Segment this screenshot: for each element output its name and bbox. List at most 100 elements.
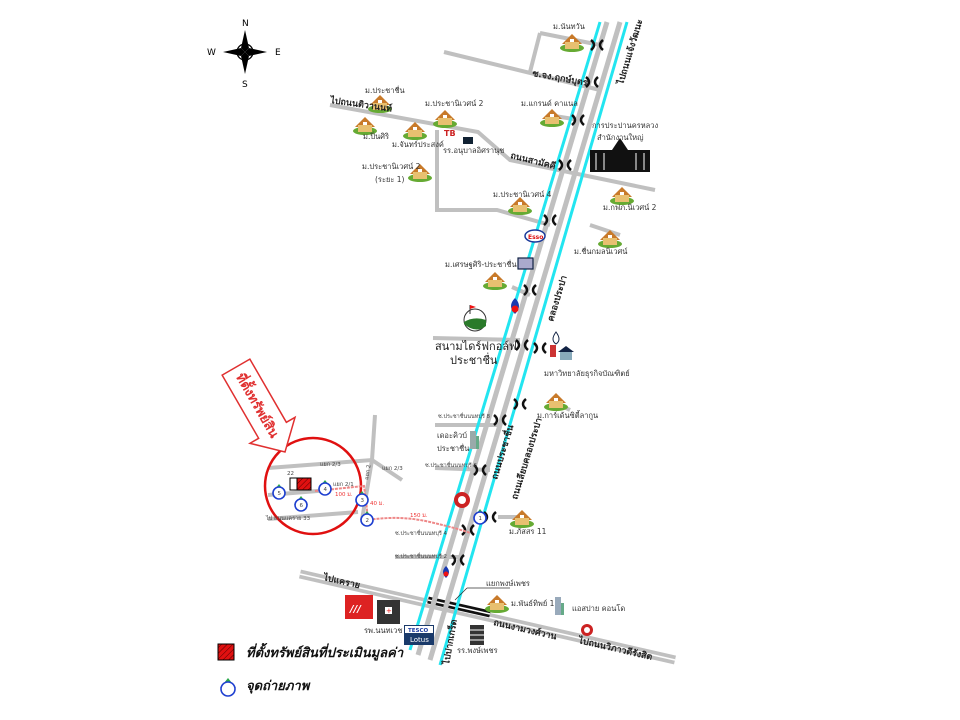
label-samakkhi-rd: ถนนสามัคคี xyxy=(509,150,557,172)
svg-text:6: 6 xyxy=(300,503,304,509)
hospital-building-icon: + xyxy=(377,600,400,624)
distance-100m: 100 ม. xyxy=(335,492,353,498)
legend-photo-icon xyxy=(220,678,236,697)
label-pongpet-school: รร.พงษ์เพชร xyxy=(457,646,498,655)
label-prachachuen: ม.ประชาชื่น xyxy=(365,85,405,95)
school-icon xyxy=(463,137,473,144)
label-pinsiri: ม.ปิ่นศิริ xyxy=(363,131,389,141)
label-soi-jong-rerk: ซ.จง.ฤกษ์บุตร xyxy=(531,67,588,89)
label-passorn: ม.ภัสสร 11 xyxy=(509,527,547,536)
condo-icon xyxy=(470,431,479,449)
label-cube-1: เดอะคิวบ์ xyxy=(437,431,467,440)
photo-point-2[interactable]: 2 xyxy=(359,510,375,527)
label-mwa-1: การประปานครหลวง xyxy=(592,121,658,130)
hospital-logo: /// xyxy=(345,595,373,619)
site-pointer-arrow: ที่ตั้งทรัพย์สิน xyxy=(221,358,297,453)
label-cube-2: ประชาชื่น xyxy=(437,443,469,453)
esso-logo: Esso xyxy=(524,229,546,243)
junction-leader-line xyxy=(454,587,510,601)
label-grand-canal: ม.แกรนด์ คาแนล xyxy=(521,99,578,108)
svg-text:1: 1 xyxy=(479,516,483,522)
photo-point-4[interactable]: 4 xyxy=(317,479,333,496)
site-neighbor-plot xyxy=(289,477,298,491)
tb-bank-logo: TB xyxy=(444,129,456,138)
svg-text:2: 2 xyxy=(366,518,370,524)
label-garden-city: ม.การ์เด้นซิตี้ลากูน xyxy=(537,410,598,420)
label-nanthawan: ม.นันทวัน xyxy=(553,22,585,31)
photo-point-3[interactable]: 3 xyxy=(354,490,370,507)
label-pongpet-junction: แยกพงษ์เพชร xyxy=(486,579,530,588)
photo-point-6[interactable]: 6 xyxy=(293,495,309,512)
ptt-logo-2 xyxy=(443,566,449,578)
label-soi6: ซ.ประชาชื่นนนทบุรี 6 xyxy=(425,461,478,469)
svg-text:TESCO: TESCO xyxy=(408,628,429,634)
label-mwa-2: สำนักงานใหญ่ xyxy=(597,133,643,142)
label-khlong-prapa: คลองประปา xyxy=(545,274,569,323)
label-soi4: ซ.ประชาชื่นนนทบุรี 4 xyxy=(395,529,448,537)
distance-labels: 100 ม. 40 ม. 150 ม. xyxy=(335,492,428,519)
svg-text:///: /// xyxy=(349,604,362,615)
label-golf-1: สนามไดร์ฟกอล์ฟ xyxy=(435,340,517,353)
university-icon xyxy=(550,331,574,360)
label-dpu: มหาวิทยาลัยธุรกิจบัณฑิตย์ xyxy=(544,369,630,378)
label-nonthavej: รพ.นนทเวช xyxy=(364,626,402,635)
svg-text:4: 4 xyxy=(324,487,328,493)
label-yaek-2-3a: แยก 2/3 xyxy=(320,462,341,468)
photo-point-5[interactable]: 5 xyxy=(271,483,287,500)
legend-property-label: ที่ตั้งทรัพย์สินที่ประเมินมูลค่า xyxy=(246,642,404,661)
main-roads xyxy=(415,21,623,661)
svg-text:Esso: Esso xyxy=(528,234,543,241)
legend-photo-label: จุดถ่ายภาพ xyxy=(246,679,311,694)
golf-course-icon xyxy=(463,305,487,332)
label-soi8: ซ.ประชาชื่นนนทบุรี 8 xyxy=(438,412,491,420)
mwa-building-icon xyxy=(590,138,650,172)
compass-e: E xyxy=(275,48,281,58)
photo-point-1[interactable]: 1 xyxy=(472,508,488,525)
label-yaek-2-3b: แยก 2/3 xyxy=(382,466,403,472)
label-prachaniwet2-phase1: ม.ประชานิเวศน์ 2 xyxy=(362,162,421,171)
label-kfp: ม.กฟภ.นิเวศน์ 2 xyxy=(603,203,657,212)
site-number: 22 xyxy=(287,471,294,477)
aspire-condo-icon xyxy=(555,597,564,615)
place-labels: ม.นันทวัน ม.ประชาชื่น ม.ประชานิเวศน์ 2 ม… xyxy=(362,22,658,655)
label-chuenkamon: ม.ชื่นกมลนิเวศน์ xyxy=(574,246,627,256)
legend: ที่ตั้งทรัพย์สินที่ประเมินมูลค่า จุดถ่าย… xyxy=(217,642,404,697)
label-golf-2: ประชาชื่น xyxy=(450,352,498,367)
school-building-icon xyxy=(470,625,484,645)
label-phase1: (ระยะ 1) xyxy=(375,175,405,184)
site-plot[interactable] xyxy=(296,477,312,491)
bridge-markers xyxy=(450,38,605,567)
svg-text:3: 3 xyxy=(361,498,365,504)
svg-text:+: + xyxy=(386,607,392,615)
compass-w: W xyxy=(207,48,216,58)
label-phanthip: ม.พันธ์ทิพย์ 1 xyxy=(511,599,555,608)
label-anuban: รร.อนุบาลอิศรานุช xyxy=(443,146,504,155)
legend-property-swatch xyxy=(217,643,235,661)
route-path xyxy=(314,484,471,534)
label-to-khae-rai: ไปแคราย xyxy=(321,571,361,591)
shell-station-icon xyxy=(454,492,470,508)
ptt-logo xyxy=(511,298,519,314)
label-prachaniwet2: ม.ประชานิเวศน์ 2 xyxy=(425,99,484,108)
label-yaek-2: แยก 2 xyxy=(364,464,373,480)
label-setthasiri: ม.เศรษฐศิริ-ประชาชื่น xyxy=(445,259,517,269)
label-prachaniwet4: ม.ประชานิเวศน์ 4 xyxy=(493,190,552,199)
compass-s: S xyxy=(242,80,248,90)
tesco-lotus-logo: TESCO Lotus xyxy=(404,625,434,645)
photo-points: 1 2 3 4 5 6 xyxy=(271,479,488,527)
compass-n: N xyxy=(242,19,249,29)
label-lower-soi: ไป ถนนแคราย 33 xyxy=(265,515,311,522)
shell-station-icon-2 xyxy=(581,624,593,636)
compass-rose: N S E W xyxy=(207,19,281,90)
distance-150m: 150 ม. xyxy=(410,513,428,519)
label-aspire: แอสปาย คอนโด xyxy=(572,604,625,613)
svg-text:5: 5 xyxy=(278,491,282,497)
label-chanprasong: ม.จันทร์ประสงค์ xyxy=(392,140,444,149)
distance-40m: 40 ม. xyxy=(370,501,384,507)
svg-text:Lotus: Lotus xyxy=(410,636,429,644)
bank-logo xyxy=(517,257,534,270)
label-soi2: ซ.ประชาชื่นนนทบุรี 2 xyxy=(395,552,447,560)
svg-text:TB: TB xyxy=(444,129,456,138)
label-yaek-2-1: แยก 2/1 xyxy=(333,482,354,488)
